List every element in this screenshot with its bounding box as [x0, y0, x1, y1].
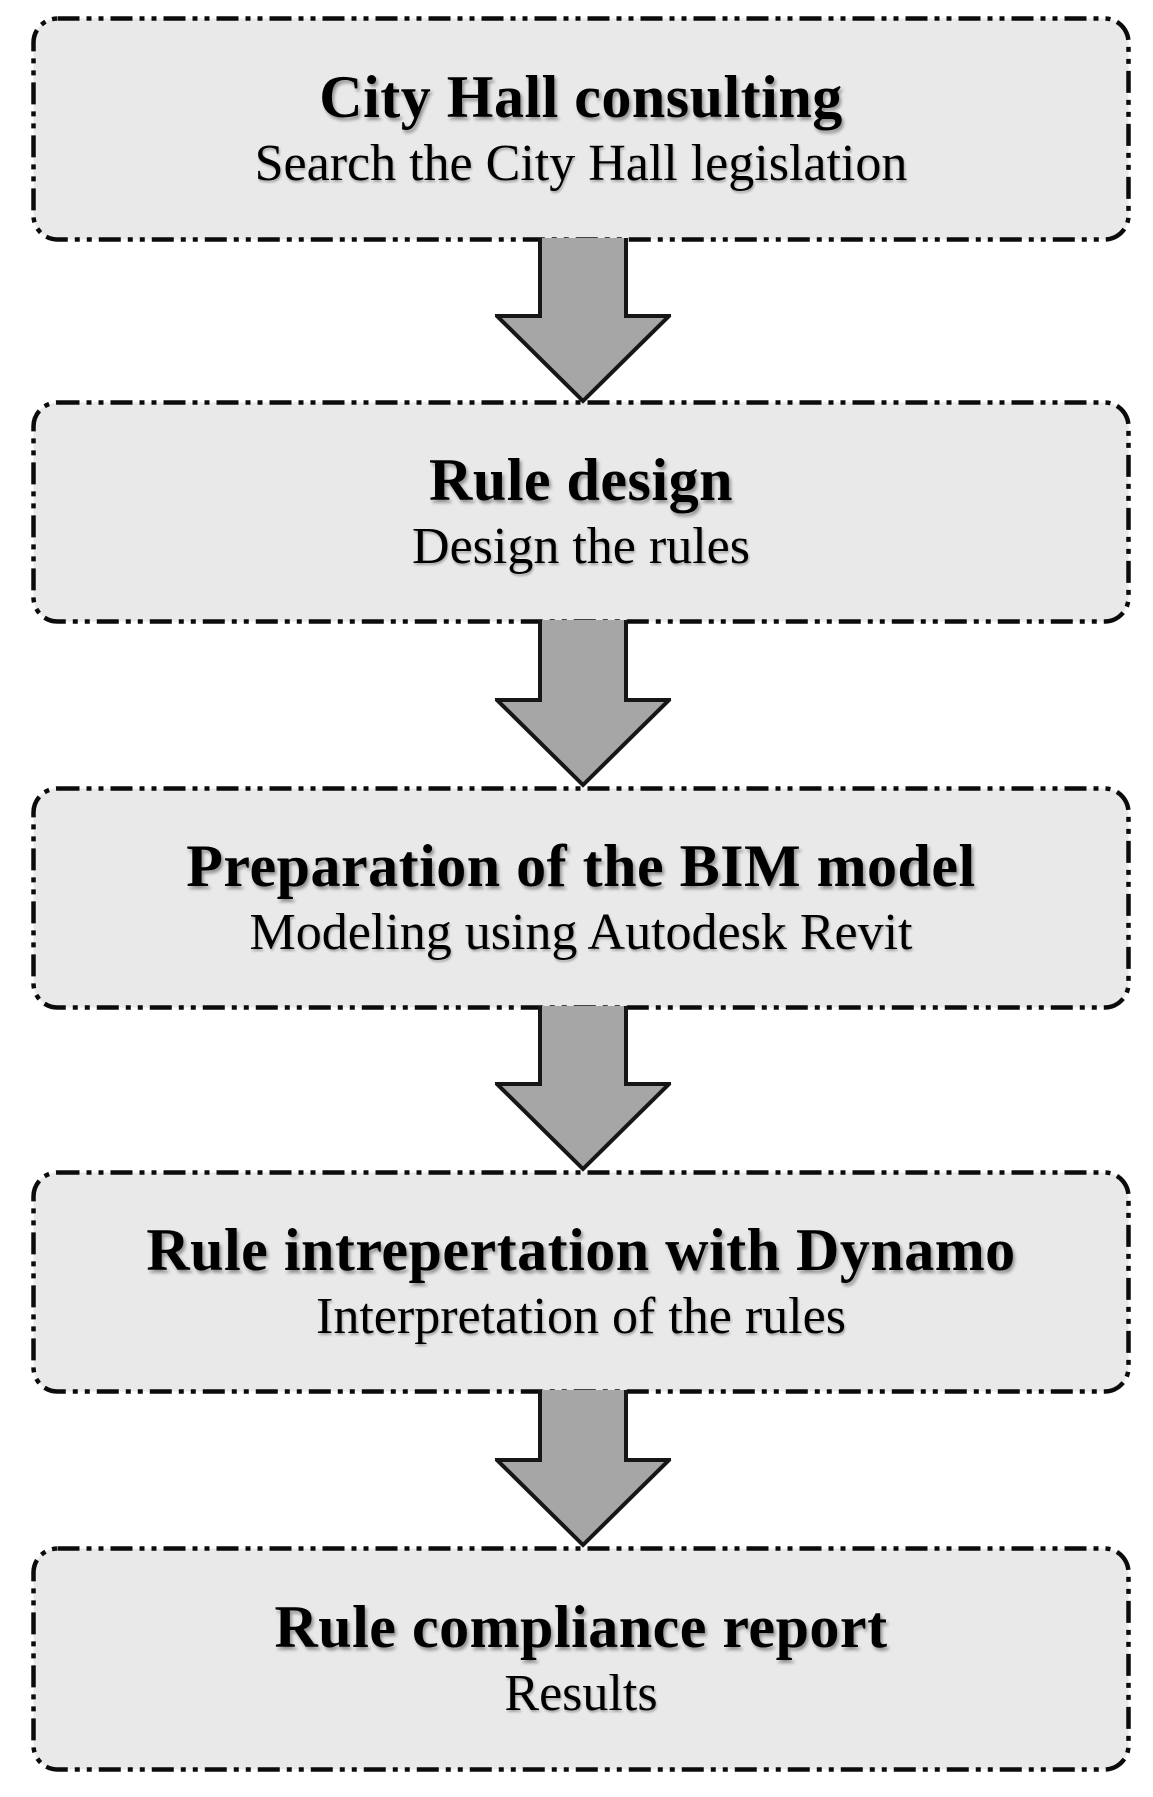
flow-step-bim-model-preparation: Preparation of the BIM model Modeling us… — [31, 786, 1131, 1010]
step-text: Rule compliance report Results — [31, 1546, 1131, 1772]
step-title: City Hall consulting — [319, 64, 843, 131]
down-arrow-icon — [495, 1390, 671, 1548]
step-text: City Hall consulting Search the City Hal… — [31, 16, 1131, 242]
step-title: Rule intrepertation with Dynamo — [146, 1217, 1016, 1284]
down-arrow-icon — [495, 1006, 671, 1172]
down-arrow-icon — [495, 620, 671, 788]
step-title: Rule design — [429, 447, 733, 514]
step-text: Rule intrepertation with Dynamo Interpre… — [31, 1170, 1131, 1394]
flow-step-rule-compliance-report: Rule compliance report Results — [31, 1546, 1131, 1772]
step-subtitle: Results — [504, 1665, 658, 1723]
dashed-box-border — [31, 1546, 1131, 1772]
flow-step-rule-interpretation-dynamo: Rule intrepertation with Dynamo Interpre… — [31, 1170, 1131, 1394]
step-title: Preparation of the BIM model — [186, 833, 976, 900]
flow-step-city-hall-consulting: City Hall consulting Search the City Hal… — [31, 16, 1131, 242]
step-text: Preparation of the BIM model Modeling us… — [31, 786, 1131, 1010]
step-subtitle: Search the City Hall legislation — [254, 135, 908, 193]
step-subtitle: Modeling using Autodesk Revit — [249, 904, 913, 962]
down-arrow-icon — [495, 238, 671, 404]
flow-step-rule-design: Rule design Design the rules — [31, 400, 1131, 624]
step-subtitle: Design the rules — [412, 518, 750, 576]
step-subtitle: Interpretation of the rules — [316, 1288, 846, 1346]
step-title: Rule compliance report — [274, 1594, 888, 1661]
step-text: Rule design Design the rules — [31, 400, 1131, 624]
